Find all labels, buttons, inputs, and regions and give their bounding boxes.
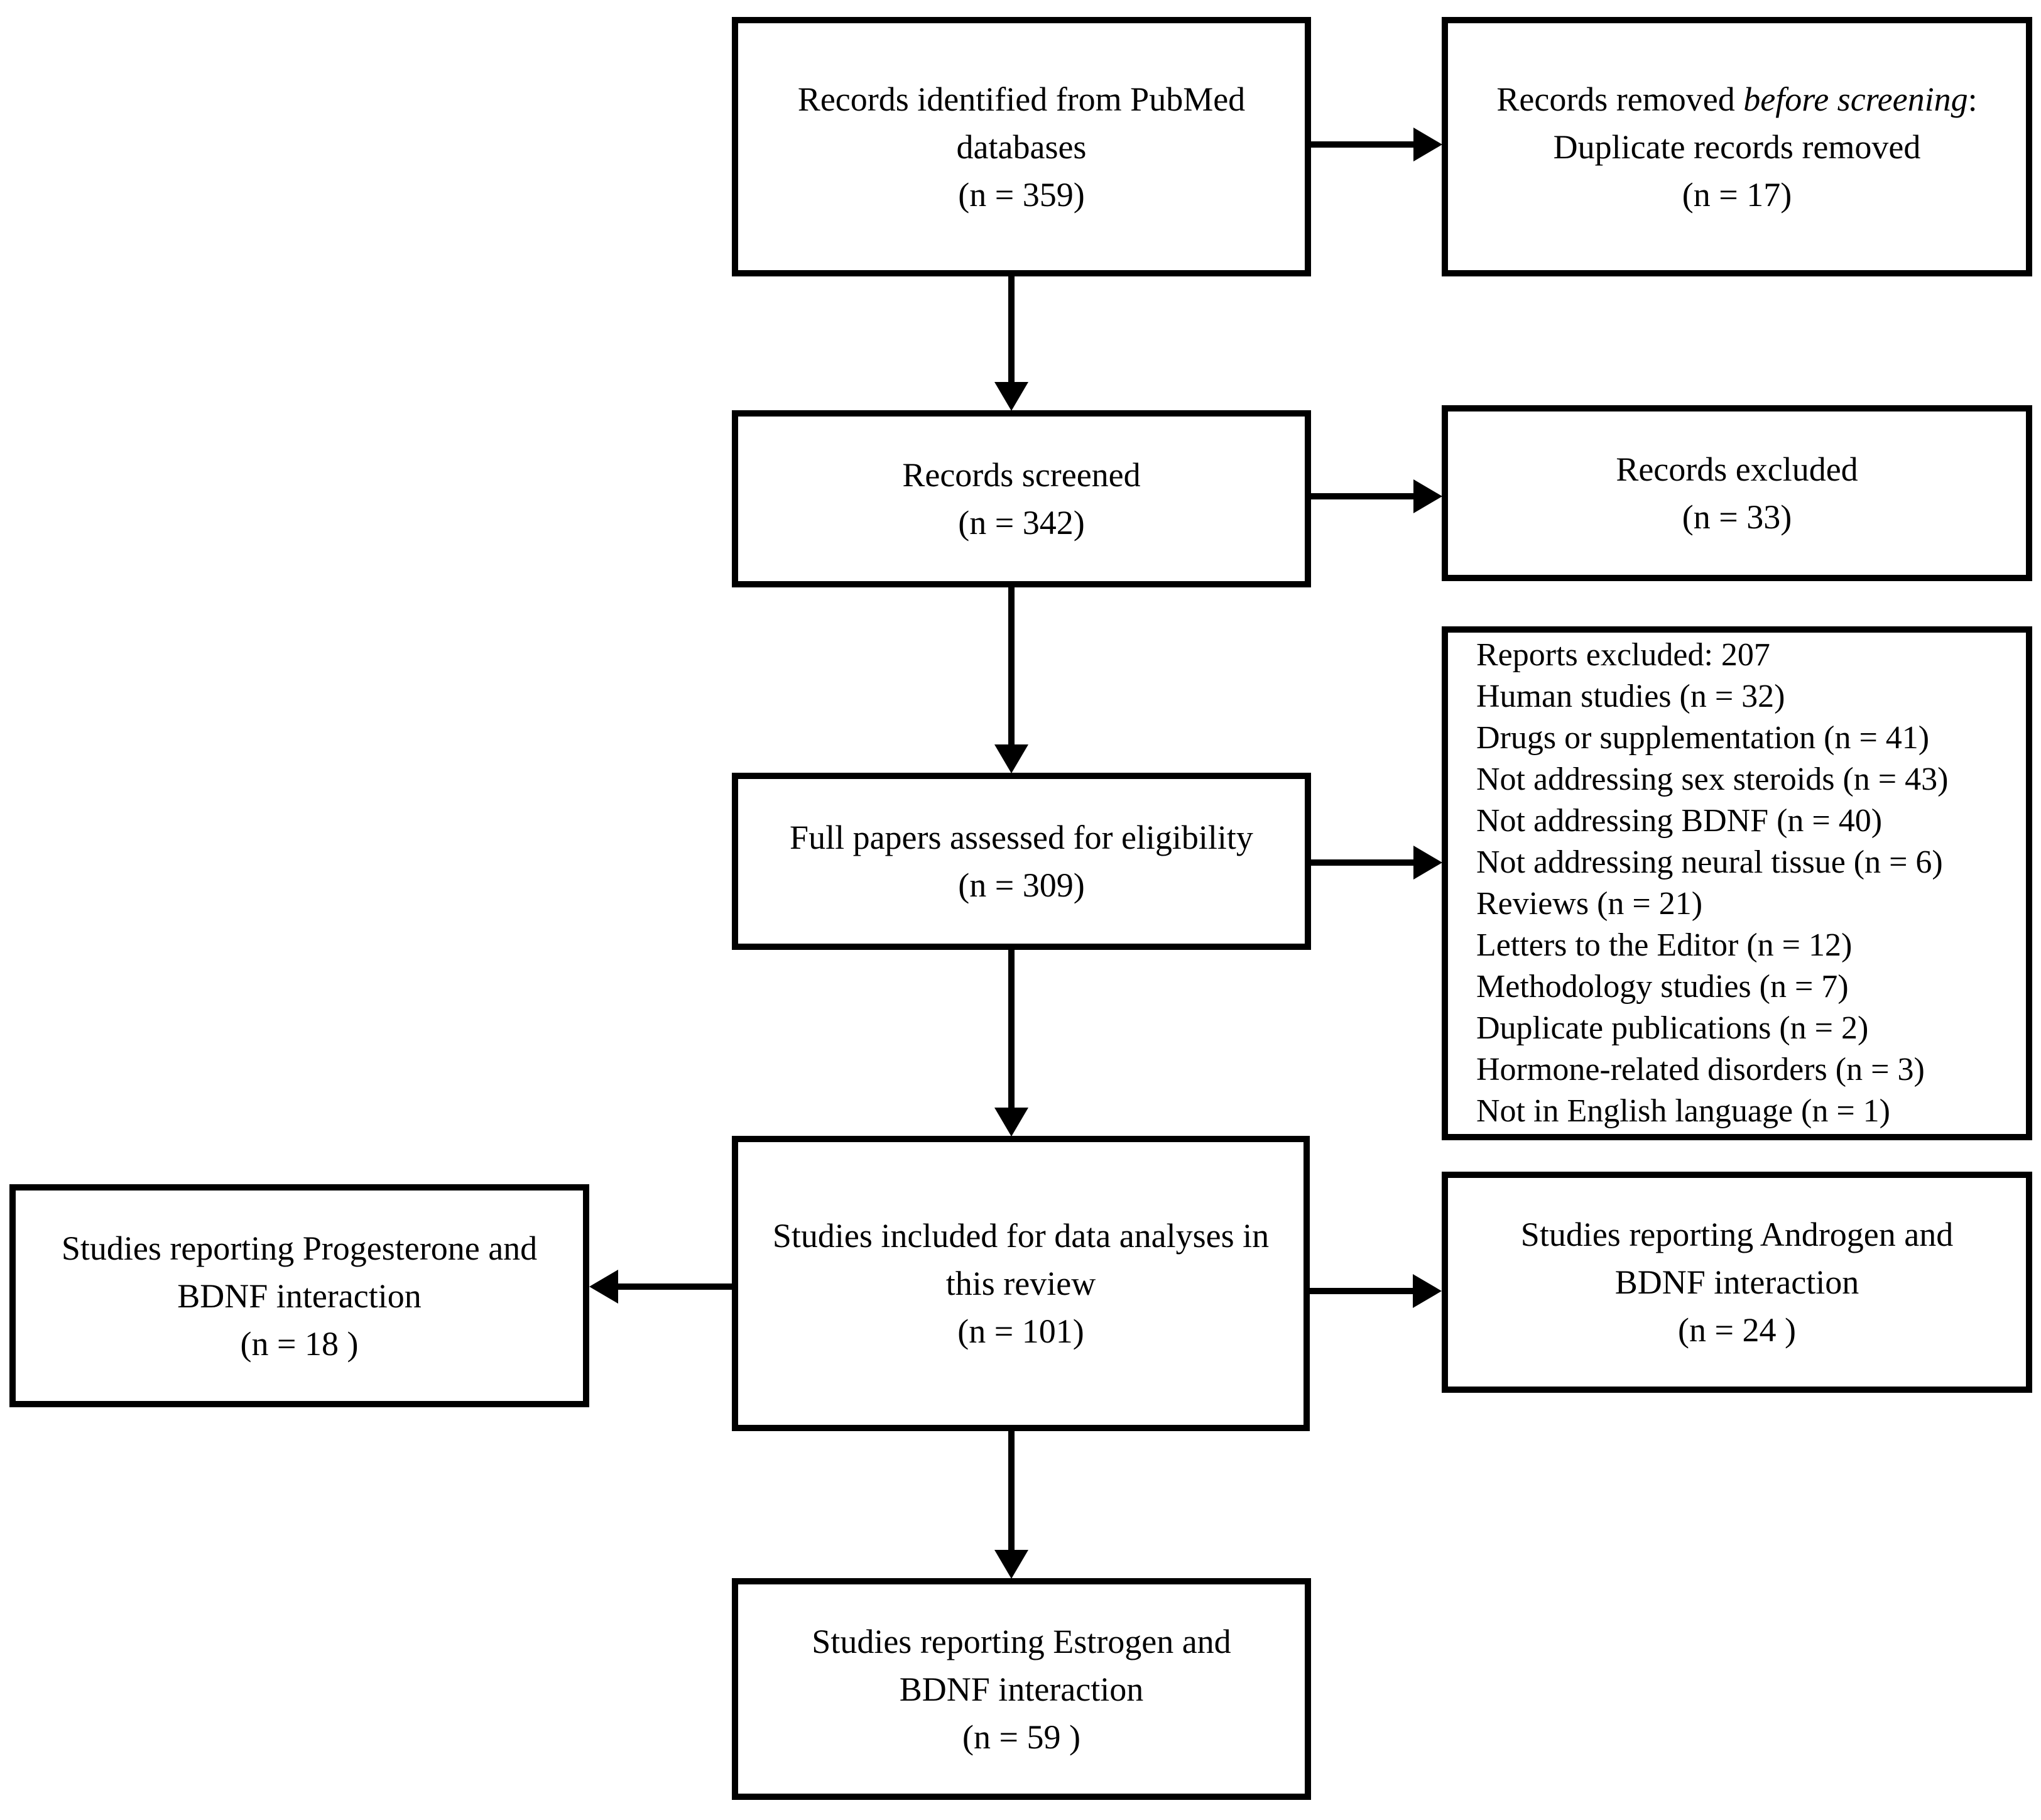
box-text-line: Records identified from PubMed <box>797 80 1246 118</box>
box-text-line: Records excluded <box>1616 450 1858 488</box>
arrow-line <box>1311 493 1413 499</box>
arrow-line <box>1008 1431 1015 1552</box>
reports-excluded-item: Reports excluded: 207 <box>1476 637 1770 673</box>
arrowhead-left-icon <box>589 1270 618 1304</box>
arrow-line <box>1311 141 1413 148</box>
reports-excluded-item: Hormone-related disorders (n = 3) <box>1476 1052 1925 1087</box>
arrowhead-right-icon <box>1413 1274 1442 1308</box>
arrow-line <box>1008 587 1015 747</box>
arrowhead-down-icon <box>994 744 1028 773</box>
box-text-line: Full papers assessed for eligibility <box>790 819 1253 856</box>
box-text-line: Studies included for data analyses in <box>772 1217 1270 1255</box>
box-text-line: this review <box>945 1265 1096 1302</box>
box-records-identified: Records identified from PubMed databases… <box>732 17 1311 276</box>
box-text-line: Duplicate records removed <box>1553 128 1921 166</box>
arrowhead-right-icon <box>1413 846 1442 880</box>
box-text-segment: : <box>1968 80 1978 118</box>
arrow-line <box>1008 276 1015 384</box>
reports-excluded-item: Duplicate publications (n = 2) <box>1476 1010 1869 1046</box>
box-androgen-studies: Studies reporting Androgen and BDNF inte… <box>1442 1172 2032 1393</box>
box-progesterone-studies: Studies reporting Progesterone and BDNF … <box>9 1184 589 1407</box>
box-text-line: Studies reporting Progesterone and <box>61 1229 538 1267</box>
box-text-line: Studies reporting Estrogen and <box>812 1622 1231 1660</box>
box-text-line: BDNF interaction <box>899 1670 1144 1708</box>
arrow-line <box>1008 950 1015 1110</box>
reports-excluded-item: Not in English language (n = 1) <box>1476 1093 1890 1129</box>
box-records-excluded: Records excluded (n = 33) <box>1442 405 2032 581</box>
arrowhead-down-icon <box>994 1550 1028 1579</box>
reports-excluded-item: Methodology studies (n = 7) <box>1476 969 1849 1005</box>
arrow-line <box>1311 859 1413 866</box>
reports-excluded-item: Human studies (n = 32) <box>1476 678 1785 714</box>
box-text-line: (n = 17) <box>1682 175 1792 214</box>
box-text-line: (n = 24 ) <box>1678 1311 1796 1349</box>
box-text-line: databases <box>956 128 1087 166</box>
arrow-line <box>618 1283 732 1290</box>
box-text-line: (n = 101) <box>957 1312 1084 1350</box>
box-records-screened: Records screened (n = 342) <box>732 410 1311 587</box>
reports-excluded-item: Letters to the Editor (n = 12) <box>1476 927 1853 963</box>
box-text-segment: Records removed <box>1496 80 1744 118</box>
box-reports-excluded: Reports excluded: 207 Human studies (n =… <box>1442 626 2032 1140</box>
box-text-line: Studies reporting Androgen and <box>1520 1216 1954 1253</box>
box-full-papers-assessed: Full papers assessed for eligibility (n … <box>732 773 1311 950</box>
box-text-line: (n = 18 ) <box>240 1324 359 1363</box>
reports-excluded-item: Not addressing BDNF (n = 40) <box>1476 803 1883 839</box>
box-text-line: (n = 342) <box>958 504 1085 542</box>
box-text-line: Records removed before screening: <box>1496 75 1977 123</box>
reports-excluded-item: Reviews (n = 21) <box>1476 886 1703 922</box>
box-text-line: (n = 359) <box>958 175 1085 214</box>
arrowhead-down-icon <box>994 382 1028 411</box>
box-text-line: Records screened <box>902 456 1141 494</box>
arrowhead-down-icon <box>994 1108 1028 1136</box>
arrowhead-right-icon <box>1413 479 1442 513</box>
reports-excluded-item: Not addressing neural tissue (n = 6) <box>1476 844 1943 880</box>
arrowhead-right-icon <box>1413 128 1442 161</box>
box-text-line: (n = 309) <box>958 866 1085 904</box>
box-text-line: BDNF interaction <box>1614 1263 1859 1301</box>
box-estrogen-studies: Studies reporting Estrogen and BDNF inte… <box>732 1578 1311 1800</box>
box-text-italic-segment: before screening <box>1743 80 1968 118</box>
box-text-line: (n = 59 ) <box>962 1718 1080 1756</box>
arrow-line <box>1310 1288 1413 1294</box>
box-records-removed-before-screening: Records removed before screening: Duplic… <box>1442 17 2032 276</box>
box-studies-included: Studies included for data analyses in th… <box>732 1136 1310 1431</box>
reports-excluded-item: Not addressing sex steroids (n = 43) <box>1476 761 1949 797</box>
box-text-line: BDNF interaction <box>177 1277 422 1315</box>
reports-excluded-item: Drugs or supplementation (n = 41) <box>1476 720 1930 756</box>
box-text-line: (n = 33) <box>1682 498 1792 536</box>
